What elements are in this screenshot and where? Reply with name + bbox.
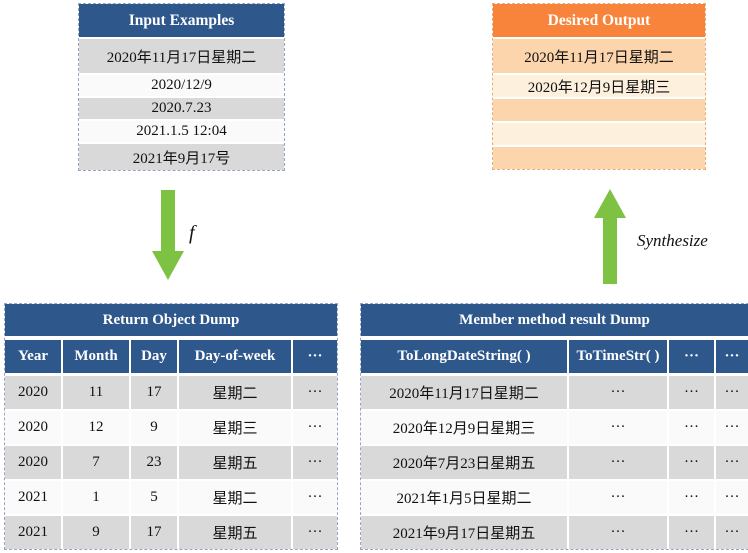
table-cell: ···: [569, 446, 667, 479]
table-cell: 2020年7月23日星期五: [361, 446, 567, 479]
desired-output-row: 2020年12月9日星期三: [493, 75, 705, 97]
table-cell: ···: [569, 411, 667, 444]
column-header: Month: [63, 340, 129, 373]
table-cell: ···: [293, 411, 337, 444]
table-cell: 9: [63, 516, 129, 549]
table-cell: ···: [293, 446, 337, 479]
table-cell: 2021: [5, 516, 61, 549]
column-header: Year: [5, 340, 61, 373]
table-cell: ···: [716, 376, 748, 409]
table-cell: 5: [131, 481, 177, 514]
table-cell: 2020年12月9日星期三: [361, 411, 567, 444]
table-cell: ···: [569, 376, 667, 409]
column-header: ···: [716, 340, 748, 373]
return-dump-body: 2020 11 17 星期二 ··· 2020 12 9 星期三 ··· 202…: [5, 376, 337, 549]
table-cell: 17: [131, 376, 177, 409]
input-example-row: 2020年11月17日星期二: [79, 39, 284, 73]
table-cell: ···: [716, 411, 748, 444]
table-cell: ···: [669, 481, 714, 514]
member-dump-body: 2020年11月17日星期二 ··· ··· ··· 2020年12月9日星期三…: [361, 376, 748, 549]
table-cell: 2020: [5, 446, 61, 479]
member-dump-header-row: ToLongDateString( ) ToTimeStr( ) ··· ···: [361, 340, 748, 373]
table-cell: ···: [293, 516, 337, 549]
member-method-dump-table: Member method result Dump ToLongDateStri…: [360, 303, 748, 550]
table-cell: ···: [716, 516, 748, 549]
table-cell: 7: [63, 446, 129, 479]
table-cell: 2021年1月5日星期二: [361, 481, 567, 514]
desired-output-table: Desired Output 2020年11月17日星期二 2020年12月9日…: [492, 3, 706, 170]
input-examples-header: Input Examples: [79, 4, 284, 37]
table-cell: ···: [669, 376, 714, 409]
column-header: ···: [669, 340, 714, 373]
table-cell: ···: [569, 516, 667, 549]
table-cell: ···: [569, 481, 667, 514]
input-example-row: 2020.7.23: [79, 98, 284, 119]
column-header: ToTimeStr( ): [569, 340, 667, 373]
table-cell: 23: [131, 446, 177, 479]
table-cell: 2020: [5, 411, 61, 444]
desired-output-row: 2020年11月17日星期二: [493, 39, 705, 73]
column-header: Day: [131, 340, 177, 373]
table-cell: ···: [293, 376, 337, 409]
desired-output-row: [493, 147, 705, 169]
table-cell: ···: [669, 516, 714, 549]
table-cell: 17: [131, 516, 177, 549]
member-dump-title: Member method result Dump: [361, 304, 748, 336]
down-arrow-icon: [152, 190, 184, 280]
table-cell: 星期五: [179, 446, 291, 479]
table-cell: 星期三: [179, 411, 291, 444]
synthesize-label: Synthesize: [637, 231, 708, 250]
column-header: ToLongDateString( ): [361, 340, 567, 373]
table-cell: ···: [716, 446, 748, 479]
input-example-row: 2020/12/9: [79, 75, 284, 96]
return-dump-header-row: Year Month Day Day-of-week ···: [5, 340, 337, 373]
table-cell: 星期二: [179, 376, 291, 409]
table-cell: ···: [293, 481, 337, 514]
column-header: Day-of-week: [179, 340, 291, 373]
table-cell: 11: [63, 376, 129, 409]
table-cell: 2021: [5, 481, 61, 514]
table-cell: 2020年11月17日星期二: [361, 376, 567, 409]
desired-output-row: [493, 123, 705, 145]
table-cell: ···: [716, 481, 748, 514]
table-cell: 2021年9月17日星期五: [361, 516, 567, 549]
table-cell: ···: [669, 411, 714, 444]
input-example-row: 2021年9月17号: [79, 144, 284, 170]
up-arrow-icon: [594, 189, 626, 284]
function-label: f: [189, 222, 195, 244]
table-cell: 星期二: [179, 481, 291, 514]
desired-output-row: [493, 99, 705, 121]
input-examples-table: Input Examples 2020年11月17日星期二 2020/12/9 …: [78, 3, 285, 171]
table-cell: ···: [669, 446, 714, 479]
return-dump-title: Return Object Dump: [5, 304, 337, 336]
table-cell: 2020: [5, 376, 61, 409]
table-cell: 1: [63, 481, 129, 514]
table-cell: 9: [131, 411, 177, 444]
table-cell: 12: [63, 411, 129, 444]
table-cell: 星期五: [179, 516, 291, 549]
return-object-dump-table: Return Object Dump Year Month Day Day-of…: [4, 303, 338, 550]
desired-output-header: Desired Output: [493, 4, 705, 37]
input-example-row: 2021.1.5 12:04: [79, 121, 284, 142]
column-header: ···: [293, 340, 337, 373]
